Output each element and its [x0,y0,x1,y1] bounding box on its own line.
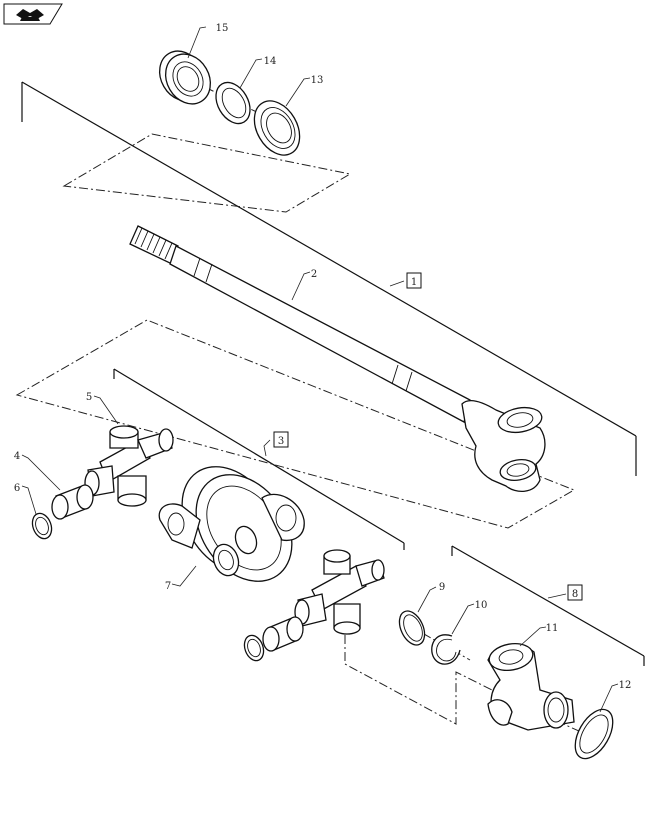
callout-label: 6 [14,483,20,494]
callout-label: 5 [86,392,92,403]
callout-item-4[interactable]: 4 [14,451,20,462]
alignment-line-lower [344,635,493,725]
seal-ring-9 [398,610,426,646]
callout-item-14[interactable]: 14 [264,56,277,67]
group-outline-seals [62,133,352,213]
callout-box [567,584,583,601]
bearing-15 [158,50,212,105]
callout-label: 9 [439,582,445,593]
leader-lines [21,26,619,713]
callout-label: 14 [264,56,277,67]
manual-button[interactable] [3,3,63,25]
callout-item-3[interactable]: 3 [273,431,289,448]
seal-12 [574,708,614,760]
callout-item-9[interactable]: 9 [439,582,445,593]
callout-label: 12 [619,680,632,691]
callout-label: 8 [572,589,578,600]
callout-label: 1 [411,277,417,288]
callout-item-11[interactable]: 11 [546,623,559,634]
callout-label: 11 [546,623,559,634]
callout-label: 4 [14,451,20,462]
seal-13 [253,100,301,156]
callout-item-8[interactable]: 8 [567,584,583,601]
callout-item-7[interactable]: 7 [165,581,171,592]
bracket-item-8 [451,545,645,666]
bracket-item-3 [113,368,405,550]
slip-yoke-11 [487,642,575,731]
callout-label: 15 [216,23,229,34]
snap-ring-right [243,634,265,662]
universal-joint-cross-5 [84,425,174,507]
bearing-cup-right [262,616,304,652]
callout-label: 2 [311,269,317,280]
bracket-item-1 [21,81,637,476]
retaining-ring-10 [431,634,461,665]
callout-item-6[interactable]: 6 [14,483,20,494]
callout-item-15[interactable]: 15 [216,23,229,34]
group-outline-joint [15,319,576,529]
callout-box [406,272,422,289]
callout-item-12[interactable]: 12 [619,680,632,691]
callout-item-1[interactable]: 1 [406,272,422,289]
snap-ring-6 [31,512,53,540]
universal-joint-cross-right [294,549,385,635]
callout-item-13[interactable]: 13 [311,75,324,86]
bearing-cup-4 [51,484,94,520]
axle-shaft-2 [129,225,546,492]
callout-item-2[interactable]: 2 [311,269,317,280]
callout-item-10[interactable]: 10 [475,600,488,611]
callout-label: 3 [278,436,284,447]
callout-item-5[interactable]: 5 [86,392,92,403]
book-open-icon [16,9,44,21]
callout-label: 10 [475,600,488,611]
seal-ring-14 [215,81,251,125]
callout-label: 13 [311,75,324,86]
coupling-yoke-7 [158,466,305,582]
callout-label: 7 [165,581,171,592]
callout-box [273,431,289,448]
